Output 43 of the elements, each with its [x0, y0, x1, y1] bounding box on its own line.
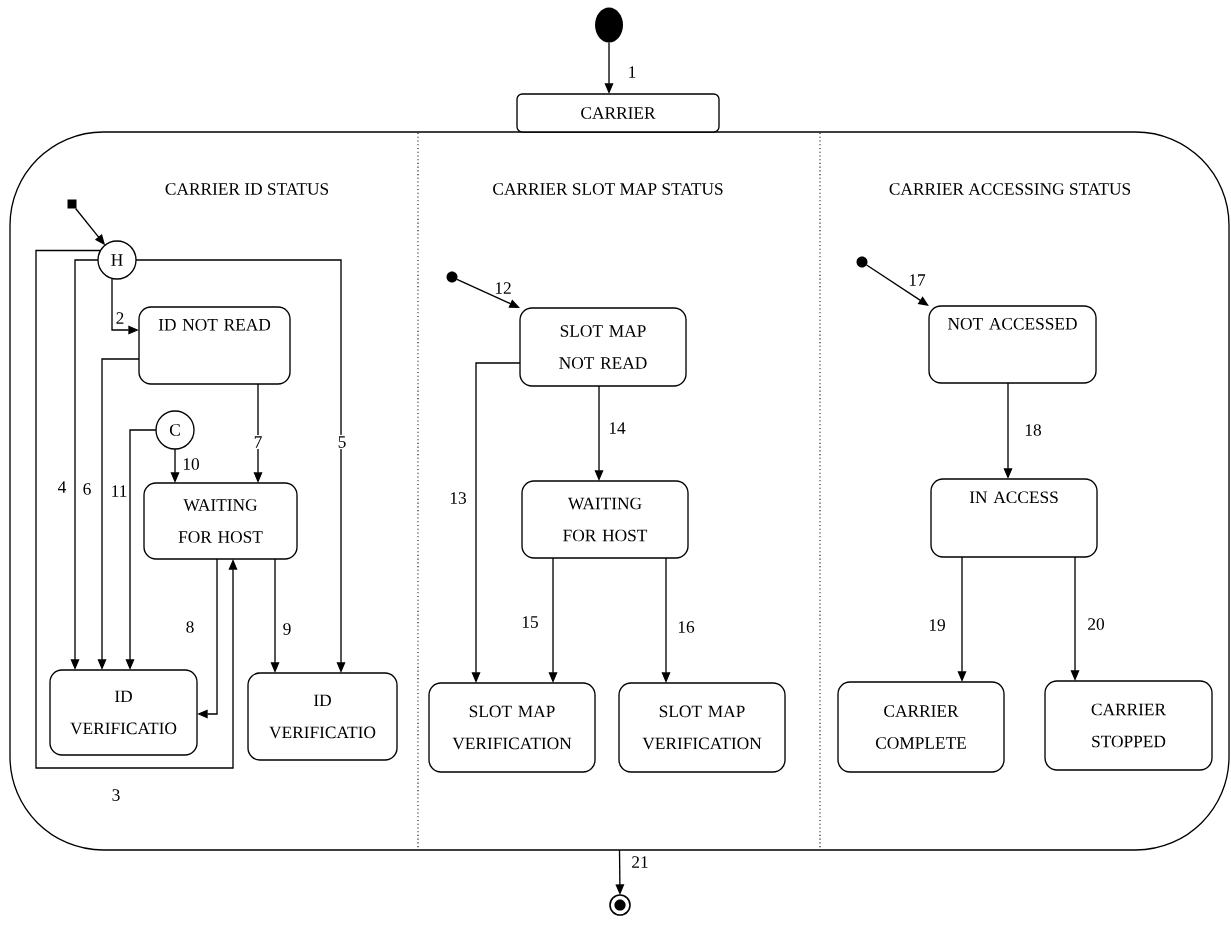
- transition-label: 21: [630, 854, 650, 870]
- initial-state-dot: [595, 7, 623, 43]
- transition-label: 5: [336, 434, 348, 450]
- final-state-bullseye: [609, 894, 631, 916]
- state-box: ID NOT READ: [138, 306, 291, 385]
- transition-arrow: [865, 264, 929, 306]
- state-box: CARRIER STOPPED: [1044, 680, 1213, 771]
- state-box: SLOT MAP NOT READ: [519, 307, 687, 387]
- initial-state-square: [67, 199, 77, 209]
- region-heading: CARRIER ACCESSING STATUS: [889, 183, 1131, 195]
- state-box: ID VERIFICATIO: [247, 672, 398, 761]
- transition-label: 1: [626, 64, 638, 80]
- transition-label: 2: [114, 310, 126, 326]
- transition-label: 11: [109, 483, 129, 499]
- transition-label: 17: [907, 272, 927, 288]
- state-box: NOT ACCESSED: [928, 305, 1097, 384]
- transition-label: 16: [676, 619, 696, 635]
- state-box: WAITING FOR HOST: [521, 480, 689, 559]
- transition-label: 9: [281, 621, 293, 637]
- transition-label: 3: [110, 787, 122, 803]
- transition-label: 6: [81, 481, 93, 497]
- transition-label: 4: [56, 479, 68, 495]
- transition-label: 7: [252, 435, 264, 449]
- transition-label: 20: [1086, 616, 1106, 632]
- transition-label: 19: [927, 617, 947, 633]
- region-heading: CARRIER ID STATUS: [165, 183, 329, 195]
- transition-label: 15: [520, 614, 540, 630]
- state-box: ID VERIFICATIO: [49, 669, 198, 756]
- state-box: IN ACCESS: [930, 478, 1098, 558]
- transition-label: 13: [448, 490, 468, 506]
- transition-label: 18: [1023, 422, 1043, 438]
- transition-arrow: [456, 278, 520, 308]
- transition-arrow: [35, 249, 238, 769]
- state-box: CARRIER COMPLETE: [837, 681, 1005, 773]
- node-label: CARRIER: [581, 107, 656, 119]
- transition-label: 12: [493, 280, 513, 296]
- transition-label: 8: [184, 619, 196, 635]
- state-box: WAITING FOR HOST: [143, 482, 298, 560]
- region-heading: CARRIER SLOT MAP STATUS: [493, 183, 723, 195]
- transition-label: 14: [607, 420, 627, 436]
- state-box: SLOT MAP VERIFICATION: [428, 682, 596, 773]
- transition-label: 10: [181, 456, 201, 472]
- state-box: SLOT MAP VERIFICATION: [618, 682, 786, 773]
